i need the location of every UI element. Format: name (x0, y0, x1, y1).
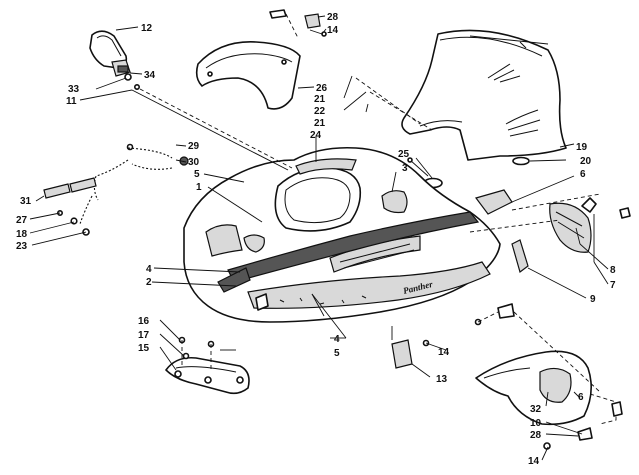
callout-22: 22 (314, 106, 326, 117)
callout-16: 16 (138, 316, 150, 327)
callout-34: 34 (144, 70, 156, 81)
callout-12: 12 (141, 23, 153, 34)
callout-6: 6 (580, 169, 586, 180)
callout-23: 23 (16, 241, 28, 252)
front-bumper (165, 336, 250, 395)
callout-2: 2 (146, 277, 152, 288)
callout-11: 11 (66, 96, 77, 107)
callout-28: 28 (327, 12, 339, 23)
callout-5-second: 5 (334, 348, 340, 359)
callout-32: 32 (530, 404, 542, 415)
windshield (401, 29, 567, 161)
mirror-assembly (89, 30, 141, 91)
callout-29: 29 (188, 141, 200, 152)
callout-30: 30 (188, 157, 200, 168)
callout-10: 10 (530, 418, 542, 429)
callout-24: 24 (310, 130, 322, 141)
callout-14-third: 14 (528, 456, 540, 467)
callout-1: 1 (196, 182, 202, 193)
callout-8: 8 (610, 265, 616, 276)
callout-31: 31 (20, 196, 32, 207)
callout-19: 19 (576, 142, 588, 153)
callout-17: 17 (138, 330, 150, 341)
callout-14: 14 (327, 25, 339, 36)
callout-20: 20 (580, 156, 592, 167)
hood-cable-assembly (43, 143, 189, 236)
callout-14-second: 14 (438, 347, 450, 358)
leader-lines (29, 13, 609, 461)
windshield-hardware (407, 156, 530, 189)
callout-26: 26 (316, 83, 328, 94)
callout-4: 4 (146, 264, 152, 275)
top-bracket (269, 9, 327, 37)
callout-15: 15 (138, 343, 150, 354)
callout-4-second: 4 (334, 334, 340, 345)
callout-25: 25 (398, 149, 410, 160)
right-side-parts (511, 197, 631, 274)
hood-scoop (195, 41, 301, 110)
hood-body: Panther (183, 146, 501, 323)
callout-7: 7 (610, 280, 616, 291)
callout-labels: 12 33 34 11 28 14 26 21 22 21 24 29 30 5… (16, 12, 616, 467)
side-panel (475, 350, 623, 450)
bracket-13 (391, 303, 515, 369)
callout-13: 13 (436, 374, 448, 385)
arrow-pointer (474, 189, 513, 215)
callout-9: 9 (590, 294, 596, 305)
callout-5: 5 (194, 169, 200, 180)
callout-6-second: 6 (578, 392, 584, 403)
callout-3: 3 (402, 163, 408, 174)
callout-21-second: 21 (314, 118, 326, 129)
callout-28-second: 28 (530, 430, 542, 441)
callout-33: 33 (68, 84, 80, 95)
callout-27: 27 (16, 215, 28, 226)
callout-18: 18 (16, 229, 28, 240)
callout-21: 21 (314, 94, 326, 105)
